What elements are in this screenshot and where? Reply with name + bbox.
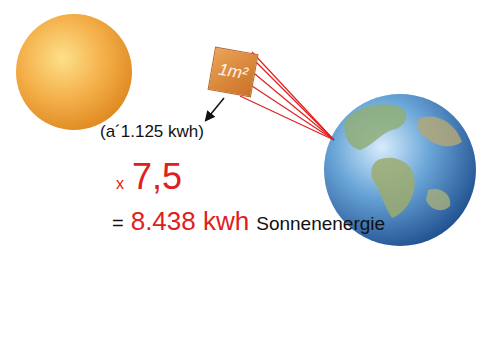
solar-panel: 1m² — [208, 47, 259, 98]
text-row: = 8.438 kwh Sonnenenergie — [112, 206, 385, 237]
equals-sign: = — [112, 212, 124, 235]
text-row: x 7,5 — [116, 156, 182, 198]
text-row: (a´1.125 kwh) — [100, 122, 204, 142]
area-label: 1m² — [217, 60, 249, 85]
leader-arrow — [206, 98, 224, 120]
result-value: 8.438 kwh — [131, 206, 250, 237]
multiply-sign: x — [116, 175, 124, 193]
sun — [16, 14, 132, 130]
factor: 7,5 — [132, 156, 182, 198]
energy-per-m2: (a´1.125 kwh) — [100, 122, 204, 142]
result-unit: Sonnenenergie — [256, 213, 385, 235]
